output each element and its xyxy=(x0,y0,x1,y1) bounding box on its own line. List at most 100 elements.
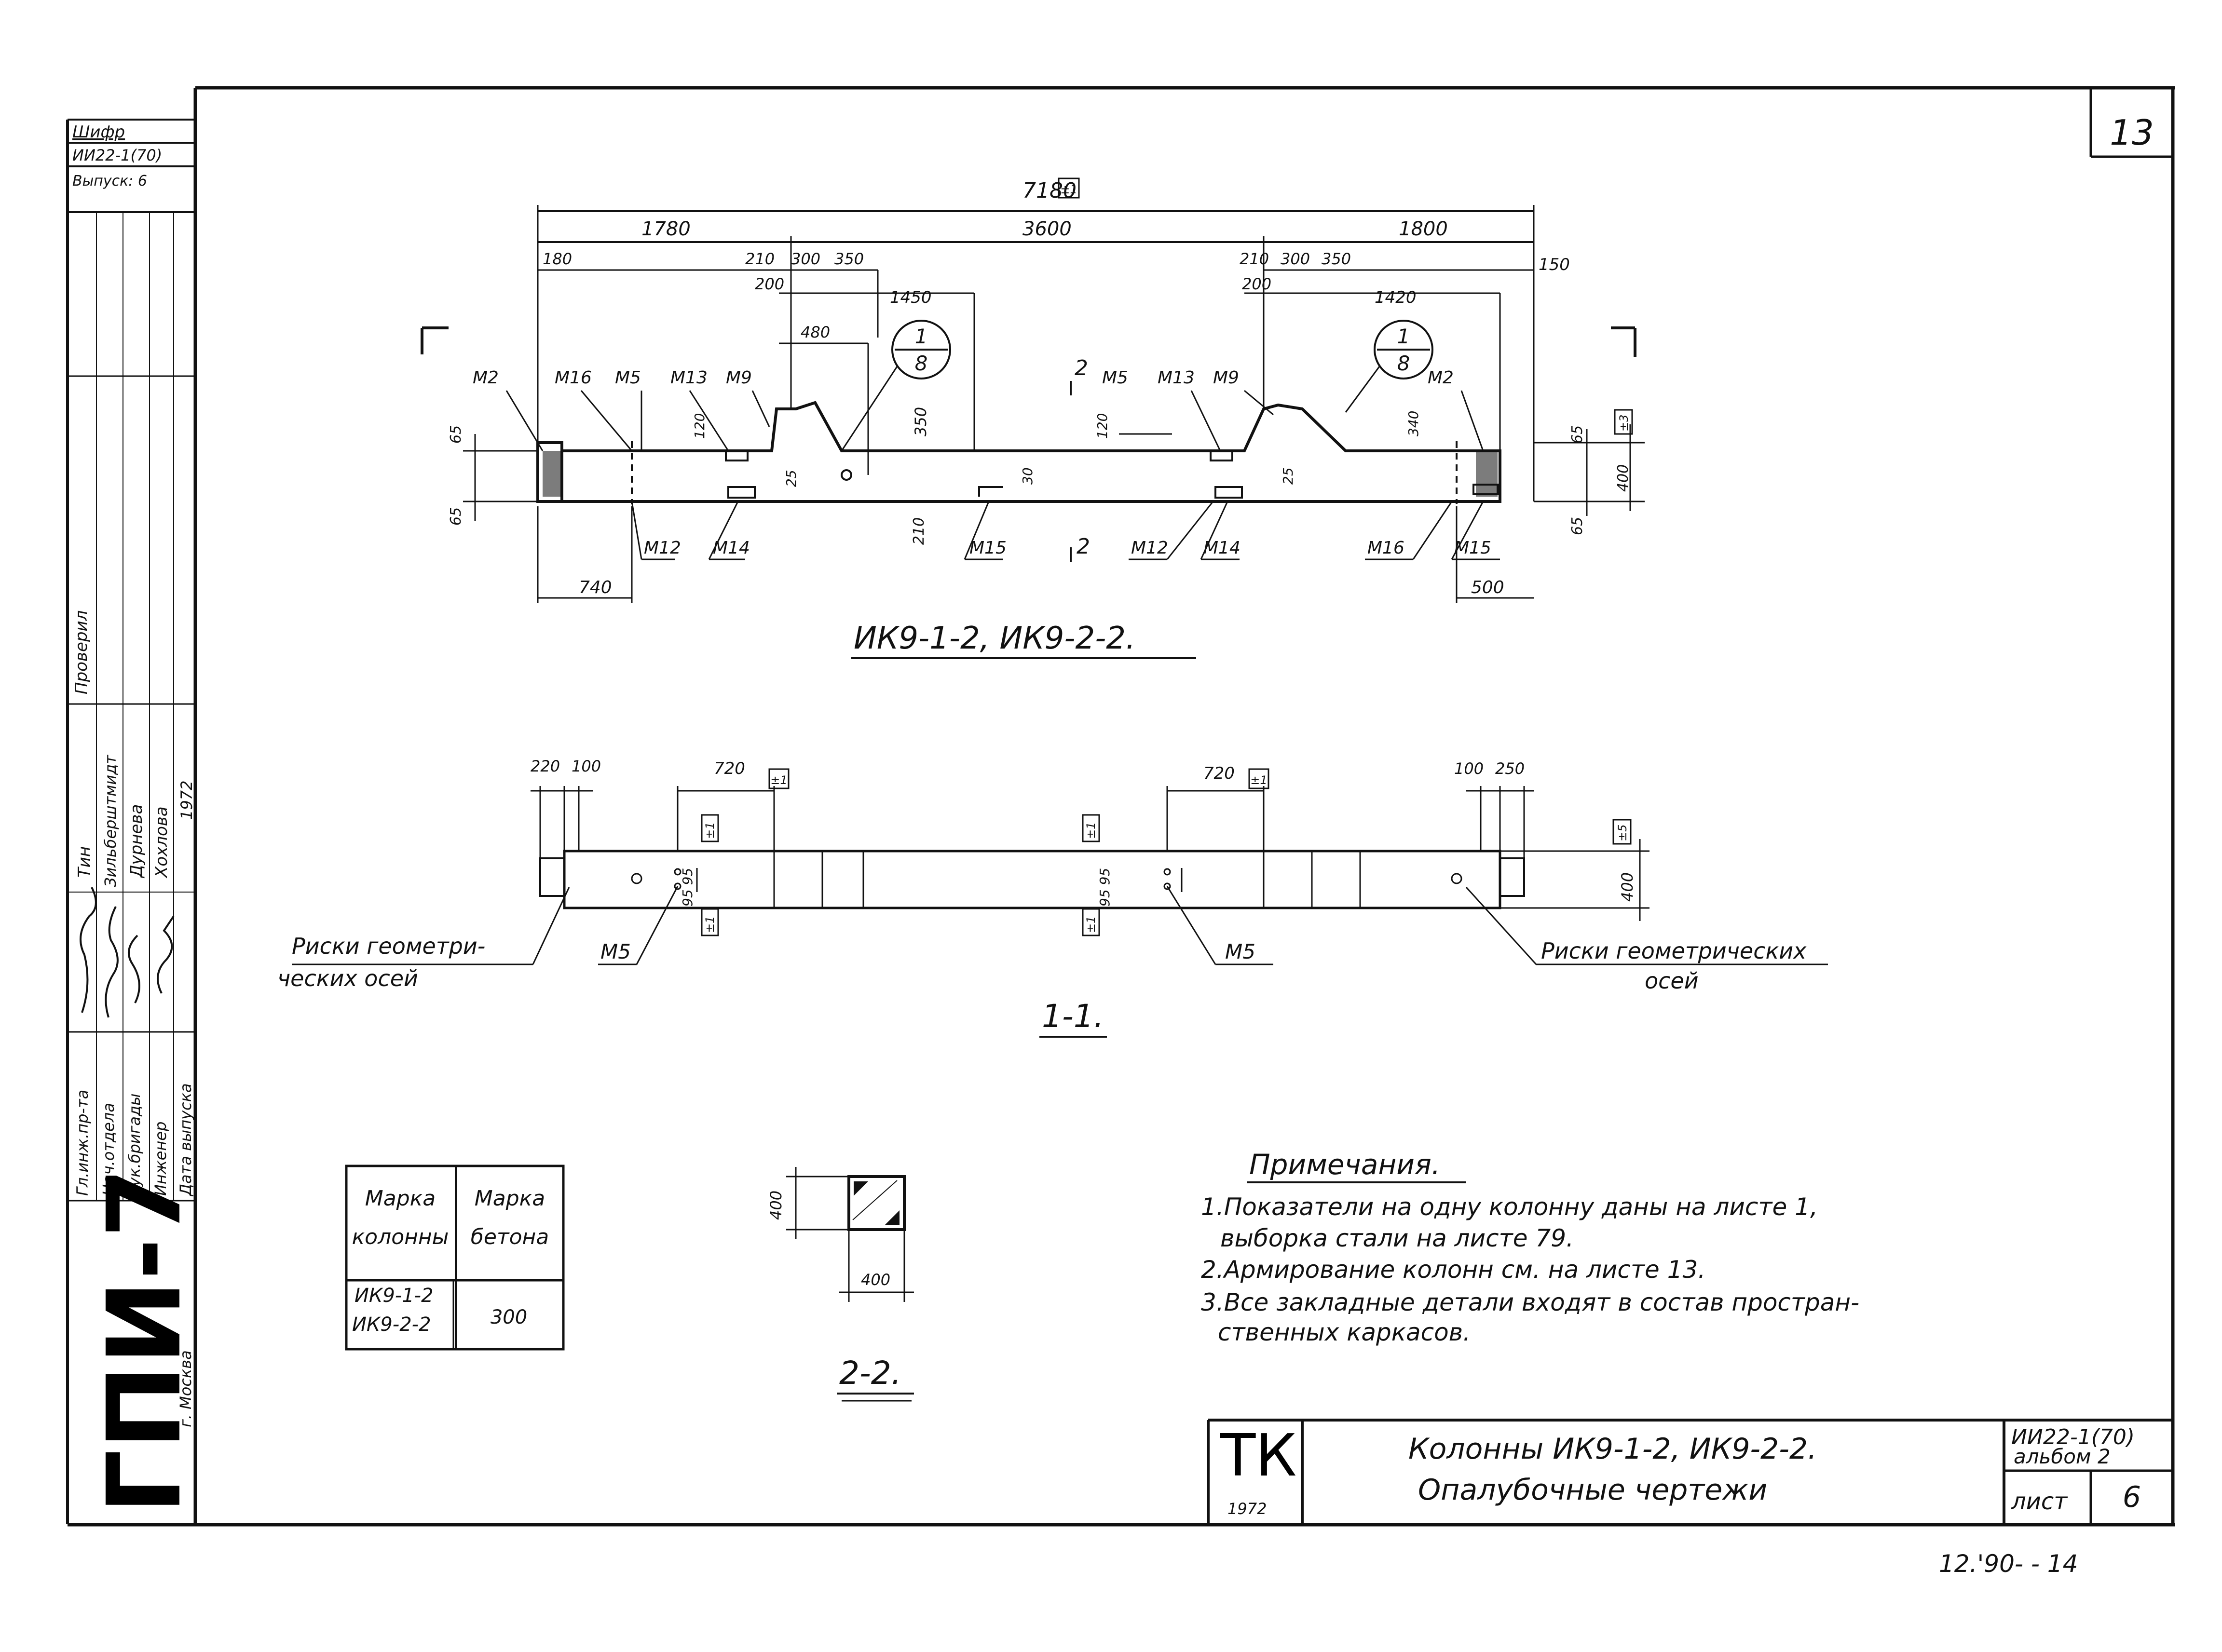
sec11-dim-720-b: 720 xyxy=(1203,764,1235,783)
title-line-1: Колонны ИК9-1-2, ИК9-2-2. xyxy=(1408,1432,1817,1466)
dim-r-150: 150 xyxy=(1539,255,1570,274)
sec11-dim-220: 220 xyxy=(531,757,560,775)
main-title: ИК9-1-2, ИК9-2-2. xyxy=(854,621,1135,656)
vdim-25-a: 25 xyxy=(783,470,799,487)
section-2-2 xyxy=(786,1167,914,1302)
title-block xyxy=(1207,1419,2173,1525)
tag-m12-right: M12 xyxy=(1131,538,1168,558)
callout-right-1: Риски геометрических xyxy=(1541,938,1807,964)
title-album: альбом 2 xyxy=(2014,1445,2111,1468)
table-col-mark-2: ИК9-2-2 xyxy=(352,1313,431,1336)
tag-m9-right: M9 xyxy=(1213,368,1239,388)
title-year: 1972 xyxy=(1227,1500,1267,1518)
sec11-tol-v3: ±1 xyxy=(1084,822,1098,839)
cipher-label: Шифр xyxy=(72,122,125,142)
vdim-120-b: 120 xyxy=(1094,413,1110,439)
role-chief-engineer: Гл.инж.пр-та xyxy=(73,1090,92,1196)
strip-roles: Гл.инж.пр-та Нач.отдела Рук.бригады Инже… xyxy=(73,1083,195,1197)
sheet-label: лист xyxy=(2011,1488,2068,1515)
vdim-120-a: 120 xyxy=(692,413,708,439)
span-3: 1800 xyxy=(1399,218,1448,240)
tag-m16-bottom: M16 xyxy=(1367,538,1404,558)
role-team-lead: Рук.бригады xyxy=(125,1094,144,1196)
name-4: Хохлова xyxy=(152,806,171,879)
name-1: Тин xyxy=(75,846,94,878)
role-head-department: Нач.отдела xyxy=(99,1103,118,1196)
dim-r-300: 300 xyxy=(1281,250,1310,268)
dim-l-480: 480 xyxy=(801,323,830,341)
tag-m15-mid: M15 xyxy=(969,538,1007,558)
tag-m2-right: M2 xyxy=(1428,368,1454,388)
detail-ref-top-2: 1 xyxy=(1397,325,1410,348)
main-elevation xyxy=(421,205,1645,603)
tag-m5-left: M5 xyxy=(615,368,641,388)
table-header-concrete-l2: бетона xyxy=(471,1225,549,1249)
sec11-m5-left: M5 xyxy=(600,940,631,963)
m2-plate-right xyxy=(1476,451,1498,497)
note-3b: ственных каркасов. xyxy=(1218,1318,1471,1346)
checked-label: Проверил xyxy=(72,610,91,694)
title-series: ИИ22-1(70) xyxy=(2011,1425,2135,1449)
name-3: Дурнева xyxy=(127,804,146,879)
title-logo: ТК xyxy=(1220,1422,1297,1490)
tag-m9-left: M9 xyxy=(726,368,752,388)
overall-dim: 7180 xyxy=(1022,178,1077,203)
sec11-dim-100: 100 xyxy=(572,757,601,775)
dim-740: 740 xyxy=(579,578,612,597)
sec11-dim-250: 250 xyxy=(1495,759,1525,778)
dim-r-210: 210 xyxy=(1240,250,1269,268)
vdim-30: 30 xyxy=(1020,467,1036,485)
vdim-65-c: 65 xyxy=(1569,425,1586,444)
note-1b: выборка стали на листе 79. xyxy=(1220,1224,1574,1252)
table-header-mark-l1: Марка xyxy=(365,1186,436,1211)
footer-ref: 12.'90- - 14 xyxy=(1939,1550,2078,1578)
tag-m14-right: M14 xyxy=(1203,538,1241,558)
sec11-tol-v1: ±1 xyxy=(703,822,717,839)
sec11-m5-right: M5 xyxy=(1225,940,1255,963)
sec11-tol-a: ±1 xyxy=(770,773,787,787)
section-2-2-title: 2-2. xyxy=(839,1354,901,1392)
vdim-400: 400 xyxy=(1615,464,1632,492)
section-mark-2-bottom: 2 xyxy=(1077,534,1090,559)
sheet-number: 6 xyxy=(2123,1480,2141,1514)
vdim-25-b: 25 xyxy=(1280,467,1296,485)
vdim-65-d: 65 xyxy=(1569,517,1586,535)
marks-table xyxy=(345,1165,565,1351)
dim-l-300: 300 xyxy=(791,250,820,268)
callout-left-1: Риски геометри- xyxy=(292,933,485,959)
sec11-height: 400 xyxy=(1618,872,1636,902)
strip-names: Тин Зильберштмидт Дурнева Хохлова 1972 xyxy=(75,755,196,887)
left-stamp-strip xyxy=(66,119,195,1524)
vdim-65-b: 65 xyxy=(448,507,464,526)
sec11-tol-b: ±1 xyxy=(1250,773,1267,787)
detail-ref-bottom-2: 8 xyxy=(1397,352,1410,375)
tag-m5-mid: M5 xyxy=(1102,368,1128,388)
dim-r-350: 350 xyxy=(1322,250,1351,268)
tag-m12-left: M12 xyxy=(644,538,681,558)
sec22-height: 400 xyxy=(767,1191,785,1220)
corner-sheet-number: 13 xyxy=(2110,112,2154,153)
vdim-350: 350 xyxy=(912,407,930,436)
sec11-tol-v4: ±1 xyxy=(1084,916,1098,933)
org-city: г. Москва xyxy=(177,1350,195,1427)
dim-r-1420: 1420 xyxy=(1375,288,1417,307)
name-2: Зильберштмидт xyxy=(101,755,120,887)
overall-tol: ±1 xyxy=(1060,183,1077,196)
tag-m13-right: M13 xyxy=(1158,368,1195,388)
dim-l-180: 180 xyxy=(543,250,572,268)
section-1-1-title: 1-1. xyxy=(1042,998,1104,1035)
section-1-1-labels: 220 100 720 ±1 720 ±1 100 250 ±1 ±1 ±1 ±… xyxy=(277,757,1807,1038)
role-issue-date: Дата выпуска xyxy=(177,1083,195,1197)
table-col-mark-1: ИК9-1-2 xyxy=(354,1285,434,1307)
dim-r-200: 200 xyxy=(1242,275,1271,293)
sheet-frame xyxy=(68,86,2175,1527)
cipher-value: ИИ22-1(70) xyxy=(72,146,162,164)
m2-plate-left xyxy=(543,451,562,497)
sec22-width: 400 xyxy=(861,1271,890,1289)
main-elevation-labels: 7180 ±1 1780 3600 1800 210 300 350 200 4… xyxy=(448,177,1633,659)
dim-l-350: 350 xyxy=(834,250,864,268)
detail-ref-bottom-1: 8 xyxy=(915,352,928,375)
table-concrete-value: 300 xyxy=(491,1306,527,1328)
note-2: 2.Армирование колонн см. на листе 13. xyxy=(1201,1256,1705,1284)
